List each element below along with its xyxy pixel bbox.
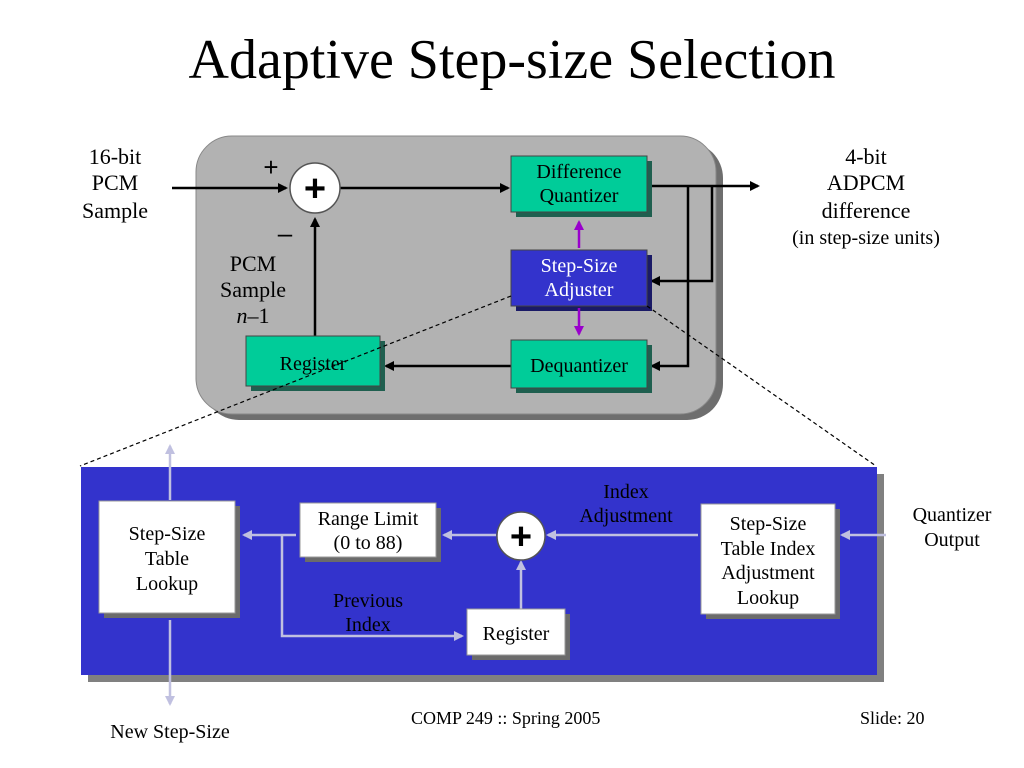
zoom-lines (79, 295, 877, 467)
svg-text:PCM: PCM (92, 170, 138, 195)
step-size-adjuster-label: Step-Size Adjuster (541, 255, 618, 301)
svg-text:Step-Size: Step-Size (541, 255, 618, 277)
index-lookup-box (700, 503, 836, 615)
previous-index-label: Previous Index (333, 590, 403, 636)
feedback-label: PCM Sample n–1 (220, 251, 286, 328)
footer-course: COMP 249 :: Spring 2005 (411, 708, 601, 728)
top-arrows (172, 181, 760, 371)
step-size-adjuster-box (510, 249, 648, 307)
svg-text:Quantizer: Quantizer (540, 185, 619, 207)
register-top-label: Register (280, 353, 347, 375)
svg-text:Step-Size: Step-Size (730, 513, 807, 535)
svg-text:16-bit: 16-bit (89, 144, 142, 169)
bottom-arrows (165, 444, 886, 706)
svg-text:(0 to 88): (0 to 88) (334, 532, 403, 554)
dequantizer-label: Dequantizer (530, 355, 628, 377)
svg-text:Adjustment: Adjustment (579, 505, 673, 527)
register-bottom-label: Register (483, 623, 550, 645)
index-lookup-label: Step-Size Table Index Adjustment Lookup (721, 513, 816, 609)
register-top-box (245, 335, 381, 387)
diff-quantizer-box (510, 155, 648, 213)
svg-text:Previous: Previous (333, 590, 403, 612)
svg-text:difference: difference (822, 198, 911, 223)
minus-sign: – (278, 218, 293, 248)
svg-text:Adjuster: Adjuster (545, 279, 614, 301)
svg-text:Lookup: Lookup (737, 587, 799, 609)
adder-bottom (496, 511, 546, 561)
new-step-size-label: New Step-Size (110, 721, 230, 743)
table-lookup-box (98, 500, 236, 614)
svg-text:(in step-size units): (in step-size units) (792, 227, 940, 249)
adder-top-symbol: + (304, 168, 326, 210)
svg-text:Step-Size: Step-Size (129, 523, 206, 545)
svg-text:Sample: Sample (220, 277, 286, 302)
svg-text:Table: Table (145, 548, 189, 570)
svg-text:PCM: PCM (230, 251, 276, 276)
svg-text:Adjustment: Adjustment (721, 562, 815, 584)
svg-text:n–1: n–1 (237, 303, 270, 328)
slide-title: Adaptive Step-size Selection (188, 29, 836, 91)
svg-text:ADPCM: ADPCM (827, 170, 905, 195)
svg-text:Quantizer: Quantizer (913, 504, 992, 526)
diff-quantizer-label: Difference Quantizer (536, 161, 621, 207)
svg-text:Sample: Sample (82, 198, 148, 223)
footer-slide-number: Slide: 20 (860, 708, 925, 728)
svg-text:Difference: Difference (536, 161, 621, 183)
register-bottom-box (466, 608, 566, 656)
svg-text:Table Index: Table Index (721, 538, 816, 560)
adder-top (289, 162, 341, 214)
plus-sign: + (263, 152, 278, 182)
svg-text:4-bit: 4-bit (845, 144, 887, 169)
range-limit-box (299, 502, 437, 558)
svg-text:Index: Index (345, 614, 391, 636)
svg-text:Index: Index (603, 481, 649, 503)
svg-text:Range Limit: Range Limit (318, 508, 419, 530)
quantizer-output-label: Quantizer Output (913, 504, 992, 551)
range-limit-label: Range Limit (0 to 88) (318, 508, 419, 554)
input-label: 16-bit PCM Sample (82, 144, 148, 223)
adder-bottom-symbol: + (510, 516, 532, 558)
svg-text:Output: Output (924, 529, 980, 551)
svg-text:Lookup: Lookup (136, 573, 198, 595)
output-label: 4-bit ADPCM difference (in step-size uni… (792, 144, 940, 249)
table-lookup-label: Step-Size Table Lookup (129, 523, 206, 595)
index-adjustment-label: Index Adjustment (579, 481, 673, 527)
dequantizer-box (510, 339, 648, 389)
